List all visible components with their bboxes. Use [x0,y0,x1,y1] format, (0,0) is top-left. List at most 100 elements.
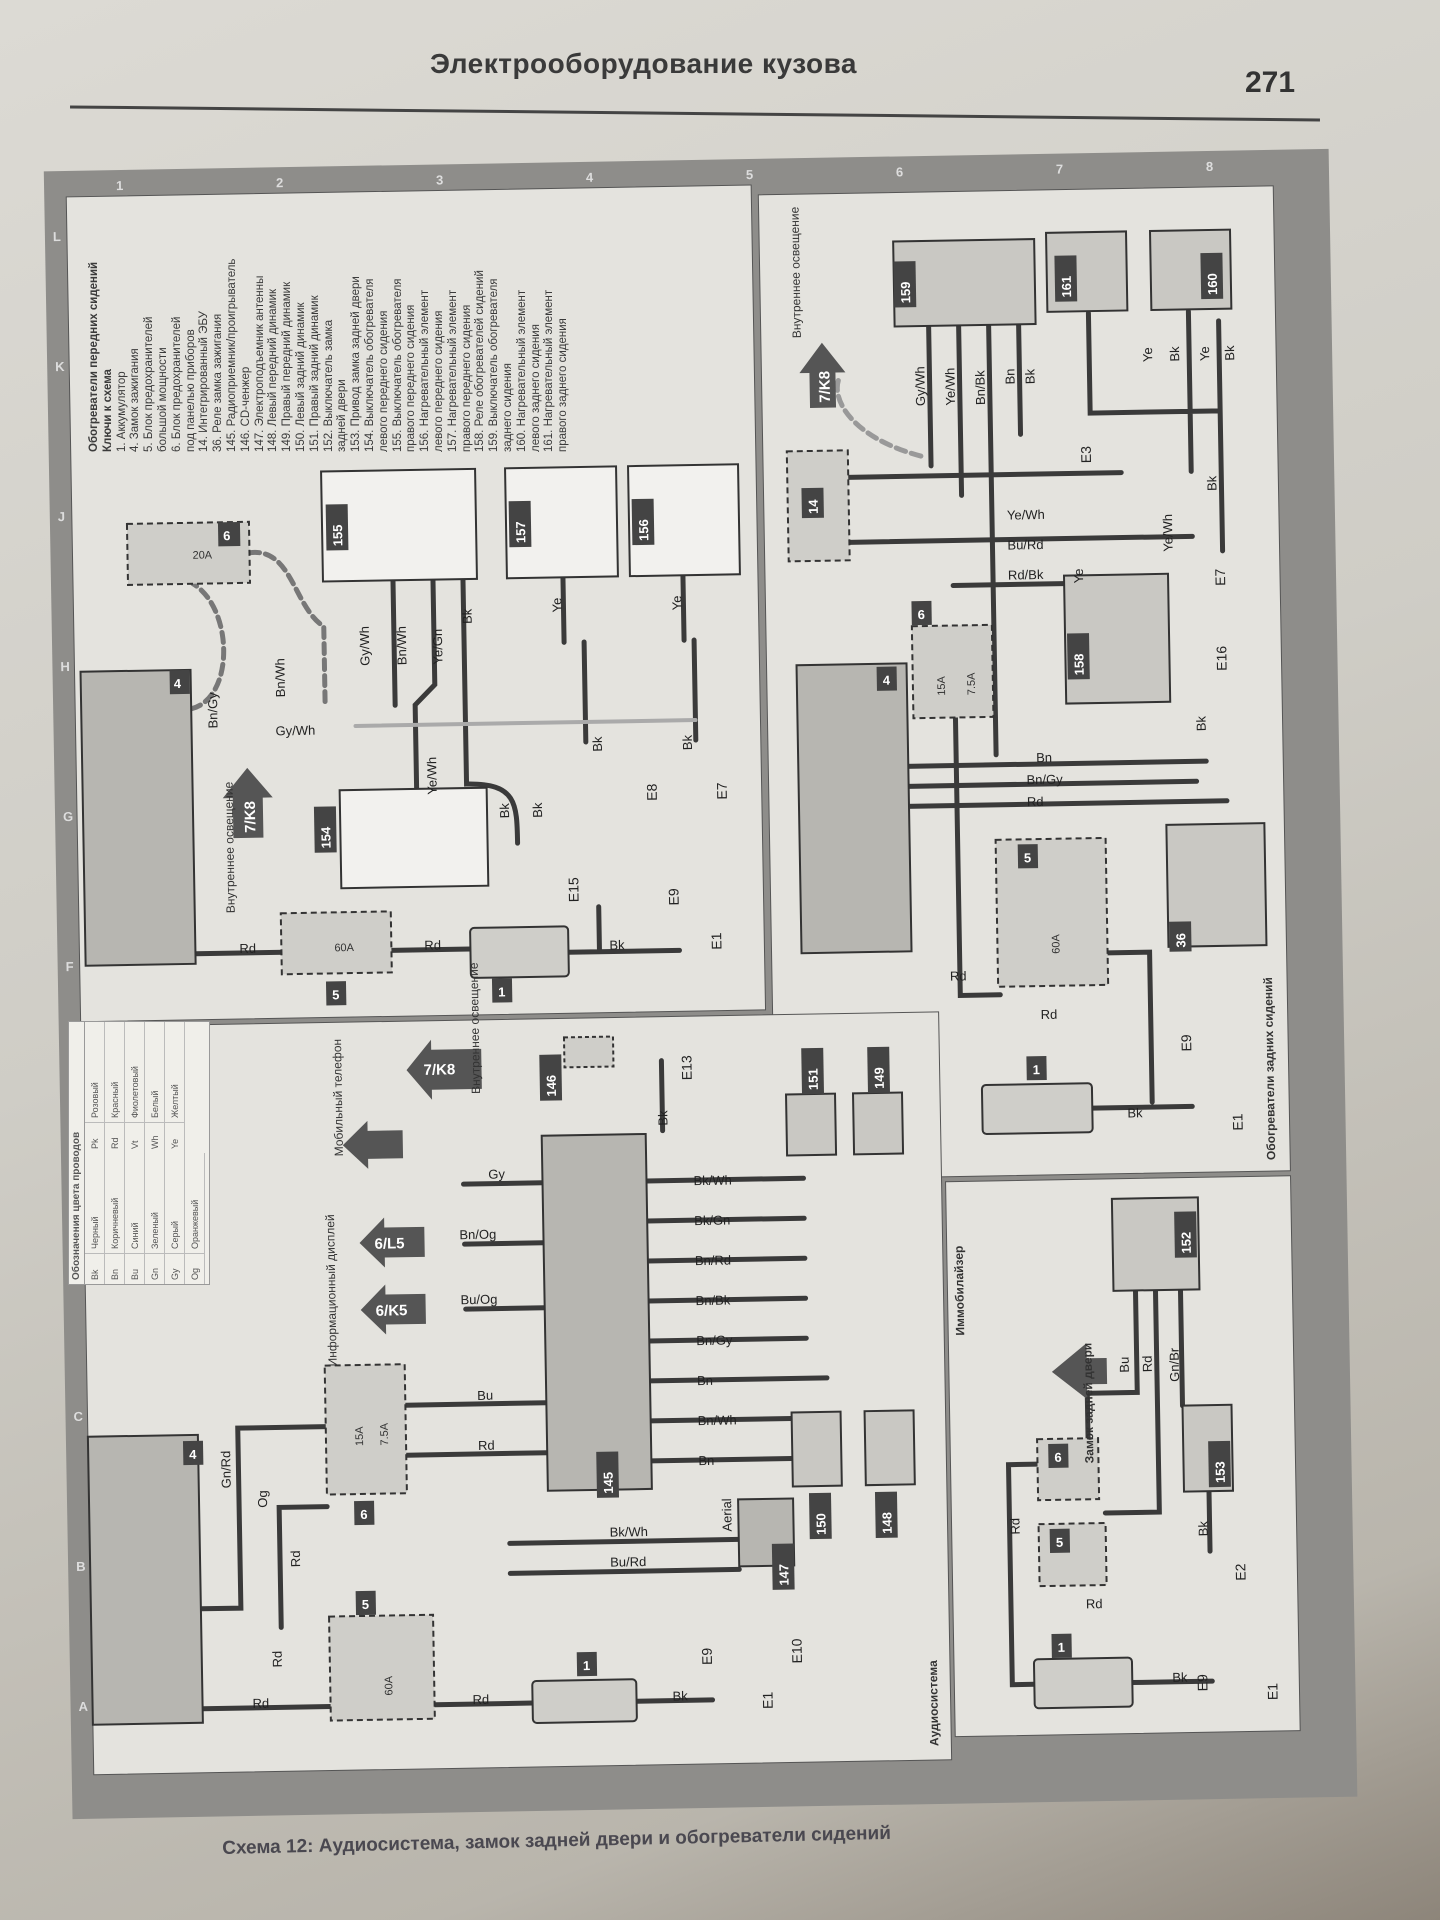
wire [1085,308,1226,554]
grid-row-label: K [55,359,65,374]
grid-row-label: F [66,959,74,974]
wire-color-table-title: Обозначения цвета проводов [69,1022,85,1284]
wire-label: Bk [459,608,474,624]
grid-row-label: G [63,809,73,824]
wire [276,1058,742,1630]
wire-label: Bk/Wh [609,1524,648,1540]
color-name: Синий [129,1222,140,1249]
legend-line: правого переднего сидения [405,304,418,452]
component-label: 1 [498,984,505,999]
component-label: 5 [1024,850,1031,865]
switch-154 [338,786,490,890]
wire-label: Bk [672,1688,688,1703]
color-code: Pk [85,1122,104,1153]
component-label: 5 [332,987,339,1002]
legend-line: 160. Нагревательный элемент [515,289,528,452]
wire [1084,1287,1213,1554]
wire-label: Bu/Og [460,1292,497,1308]
wire-label: Bn/Wh [698,1412,737,1428]
wire-label: Rd [1041,1007,1058,1022]
component-label: 4 [174,676,182,691]
ground-label: E2 [1232,1563,1248,1581]
component-label: 161 [1059,276,1074,298]
wire-label: Bn [697,1373,713,1388]
wire [565,904,682,955]
wire [353,718,698,728]
legend-line: 155. Выключатель обогревателя [391,278,404,452]
legend-line: 149. Правый передний динамик [281,281,294,452]
section-rear-heaters: Обогреватели задних сидений [1261,977,1278,1160]
arrow-label: 7/K8 [816,371,834,403]
wire-label: Bn/Rd [695,1253,731,1269]
speaker-149 [851,1091,905,1156]
speaker-151 [784,1092,838,1157]
color-code: Bn [105,1253,124,1284]
ground-label: E3 [1078,446,1094,464]
wire-label: Bk [1193,715,1208,731]
wire-label: Gy/Wh [275,723,315,739]
battery-1-immo [1032,1656,1134,1710]
grid-row-label: A [78,1699,88,1714]
wire-label: Gy/Wh [357,626,373,666]
legend-line: 152. Выключатель замка [322,319,335,452]
wire [390,576,521,846]
wire-label: Ye/Wh [1007,507,1045,523]
note-interior-light: Внутреннее освещение [467,962,483,1094]
fuse-rating: 15A [354,1426,366,1446]
components-legend: Обогреватели передних сидений Ключи к сх… [88,259,571,452]
ignition-switch-4-rear [795,662,913,955]
wire-label: Bk [1022,368,1037,384]
wire-label: Og [255,1490,270,1508]
section-immobilizer: Иммобилайзер [952,1246,968,1336]
wire-label: Gy/Wh [912,366,928,406]
wire-label: Bk [1196,1521,1211,1537]
grid-row-label: J [58,509,65,524]
wire-label: Bu [1117,1357,1132,1373]
component-label: 148 [879,1512,894,1534]
wire-label: Bn/Og [459,1227,496,1243]
legend-line: 156. Нагревательный элемент [419,289,432,452]
color-name: Белый [149,1090,160,1118]
wire-label: Bk [1167,346,1182,362]
grid-col-label: 1 [116,178,123,193]
fuse-rating: 15A [936,675,948,695]
fuse-box-5-audio [328,1613,436,1722]
wire-label: Bn/Gy [205,692,221,729]
legend-line: 146. CD-ченжер [239,366,252,452]
color-name: Фиолетовый [129,1066,140,1118]
legend-line: 145. Радиоприемник/проигрыватель [225,258,238,452]
ground-label: E15 [565,877,581,902]
fuse-rating: 60A [334,942,354,954]
legend-line: 14. Интегрированный ЭБУ [198,311,211,452]
component-label: 6 [918,607,925,622]
wire [198,1424,716,1712]
color-code: Gy [165,1253,184,1284]
battery-1-audio [531,1678,638,1724]
color-code: Vt [125,1122,144,1153]
wire-label: Ye [669,595,684,610]
wire [560,572,699,745]
fuse-rating: 7.5A [379,1422,391,1445]
legend-line: 153. Привод замка задней двери [350,276,363,452]
component-label: 1 [1032,1062,1039,1077]
switch-155 [320,467,478,583]
note-interior-light: Внутреннее освещение [221,781,237,913]
grid-row-label: H [60,659,70,674]
fuse-box-6-audio [323,1363,408,1496]
wire-label: Rd [424,938,441,953]
wire-label: Bu/Rd [1007,537,1043,553]
legend-line: 6. Блок предохранителей [170,316,183,452]
grid-col-label: 7 [1056,162,1063,177]
component-label: 147 [776,1564,791,1586]
color-code: Wh [145,1122,164,1153]
grid-row-label: B [76,1559,86,1574]
wire-label: Ye/Gn [430,629,446,665]
component-label: 14 [806,499,821,514]
page-header-title: Электрооборудование кузова [430,48,857,79]
fuse-box-6-rear [910,623,995,720]
wire-label: Ye/Wh [424,757,440,795]
legend-line: Ключи к схема [101,369,114,452]
